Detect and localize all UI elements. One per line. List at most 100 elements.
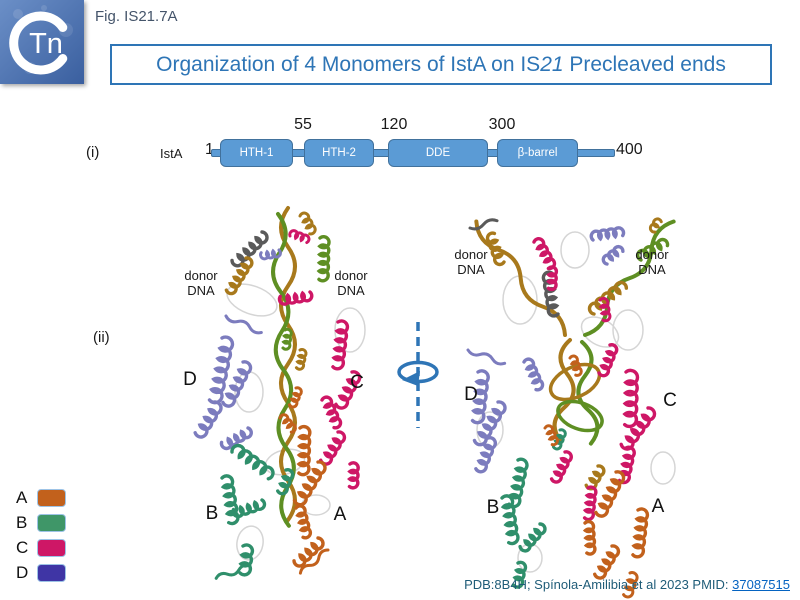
monomer-label-b-left: B <box>205 503 219 524</box>
legend-swatch-a <box>37 489 66 507</box>
ribbon <box>556 399 604 433</box>
ribbon <box>193 400 223 439</box>
donor-line1: donor <box>184 268 218 283</box>
ribbon <box>221 360 253 408</box>
title-part2: Precleaved ends <box>563 52 726 76</box>
protein-name-label: IstA <box>160 146 183 161</box>
ribbon <box>622 368 640 429</box>
ribbon <box>476 411 504 449</box>
ribbon <box>294 504 313 540</box>
ribbon <box>522 357 545 392</box>
ribbon <box>219 426 253 451</box>
donor-line1: donor <box>454 247 488 262</box>
residue-55: 55 <box>294 116 312 133</box>
domain-box-hth2: HTH-2 <box>304 139 374 167</box>
legend-row: B <box>16 513 66 533</box>
ribbon <box>597 343 619 378</box>
rotation-arrowhead <box>402 371 420 386</box>
ribbon <box>468 218 499 231</box>
ribbon <box>598 296 612 323</box>
ribbon <box>271 212 296 528</box>
ribbon <box>234 371 264 413</box>
donor-line2: DNA <box>457 262 485 277</box>
domain-box-hth1: HTH-1 <box>220 139 293 167</box>
ribbon <box>259 248 282 261</box>
monomer-label-d-left: D <box>183 369 197 390</box>
ribbon <box>292 536 325 568</box>
ribbon <box>466 348 507 366</box>
monomer-label-a-left: A <box>333 504 347 525</box>
ribbon <box>582 519 597 556</box>
rotation-ellipse <box>397 360 439 384</box>
panel-label-ii: (ii) <box>93 329 110 346</box>
ribbon <box>543 424 559 447</box>
logo-c-arc <box>9 11 68 75</box>
ribbon <box>648 217 663 234</box>
ribbon <box>472 400 507 447</box>
ribbon <box>582 485 598 522</box>
ribbon <box>238 543 255 577</box>
ribbon <box>507 457 529 509</box>
ribbon <box>294 348 308 371</box>
ribbon <box>319 430 347 466</box>
ribbon <box>594 470 626 518</box>
rotation-axis-icon <box>397 322 439 428</box>
donor-line2: DNA <box>638 262 666 277</box>
ribbon <box>230 443 275 481</box>
legend-row: A <box>16 488 66 508</box>
ribbon <box>601 244 625 266</box>
ribbon <box>298 211 317 236</box>
residue-start: 1 <box>205 141 214 158</box>
domain-box-dde: DDE <box>388 139 488 167</box>
donor-line2: DNA <box>187 283 215 298</box>
ribbon <box>502 275 538 325</box>
ribbon <box>281 327 293 351</box>
ribbon <box>474 435 497 474</box>
ribbon <box>619 406 657 451</box>
ribbon <box>650 451 676 485</box>
ribbon <box>546 265 559 292</box>
ribbon <box>236 525 264 561</box>
ribbon <box>214 563 252 580</box>
ribbon <box>230 230 269 268</box>
ribbon <box>580 316 620 348</box>
figure-number-label: Fig. IS21.7A <box>95 8 178 25</box>
ribbon <box>568 354 583 377</box>
ribbon <box>583 219 676 337</box>
domain-box-beta-barrel: β-barrel <box>497 139 578 167</box>
ctn-logo <box>0 0 84 84</box>
ribbon <box>231 498 267 519</box>
citation-text: PDB:8B4H; Spínola-Amilibia et al 2023 PM… <box>464 577 733 592</box>
title-italic: 21 <box>540 52 564 76</box>
ribbon <box>264 448 306 476</box>
ribbon <box>589 226 626 242</box>
ribbon <box>298 548 330 575</box>
ribbon <box>612 309 644 351</box>
monomer-label-b-right: B <box>486 497 500 518</box>
legend-row: C <box>16 538 66 558</box>
legend-row: D <box>16 563 66 583</box>
ribbon <box>517 543 543 573</box>
ribbon <box>278 413 297 434</box>
residue-end: 400 <box>616 141 643 158</box>
ribbon <box>551 428 567 451</box>
donor-line2: DNA <box>337 283 365 298</box>
ribbon <box>296 424 312 477</box>
donor-line1: donor <box>635 247 669 262</box>
ribbon <box>224 256 254 296</box>
ribbon <box>541 270 560 318</box>
pmid-link[interactable]: 37087515 <box>732 577 790 592</box>
ribbon <box>552 338 576 444</box>
ribbon <box>584 464 606 491</box>
legend-swatch-d <box>37 564 66 582</box>
monomer-color-legend: A B C D <box>16 488 66 588</box>
ribbon <box>587 280 629 316</box>
monomer-label-c-left: C <box>350 372 364 393</box>
ribbon <box>334 307 366 353</box>
